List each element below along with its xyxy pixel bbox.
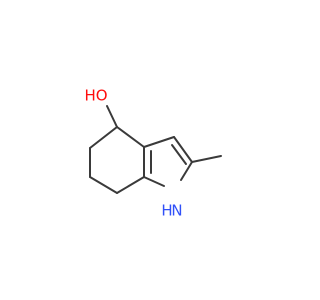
nitrogen-label: N bbox=[171, 202, 182, 220]
hydroxyl-label: HO bbox=[84, 87, 107, 105]
amine-hydrogen-label: H bbox=[161, 202, 172, 220]
bond-c6-c7 bbox=[89, 176, 118, 194]
bond-layer bbox=[89, 105, 222, 194]
bond-c2-methyl bbox=[191, 155, 222, 163]
molecule-structure: HO H N bbox=[84, 87, 222, 220]
bond-n-c7a bbox=[143, 176, 165, 187]
bond-c4-o bbox=[106, 105, 118, 128]
bond-c3a-c4 bbox=[116, 126, 145, 148]
bond-c4-c5 bbox=[89, 126, 118, 149]
atom-labels: HO H N bbox=[84, 87, 182, 220]
bond-c2-n bbox=[180, 161, 193, 181]
bond-c7-c7a bbox=[116, 176, 145, 194]
molecule-canvas: HO H N bbox=[84, 86, 222, 220]
bond-c3-c2-double bbox=[171, 144, 187, 165]
bond-c3a-c3 bbox=[143, 136, 175, 148]
bond-c3-c2 bbox=[173, 136, 193, 163]
